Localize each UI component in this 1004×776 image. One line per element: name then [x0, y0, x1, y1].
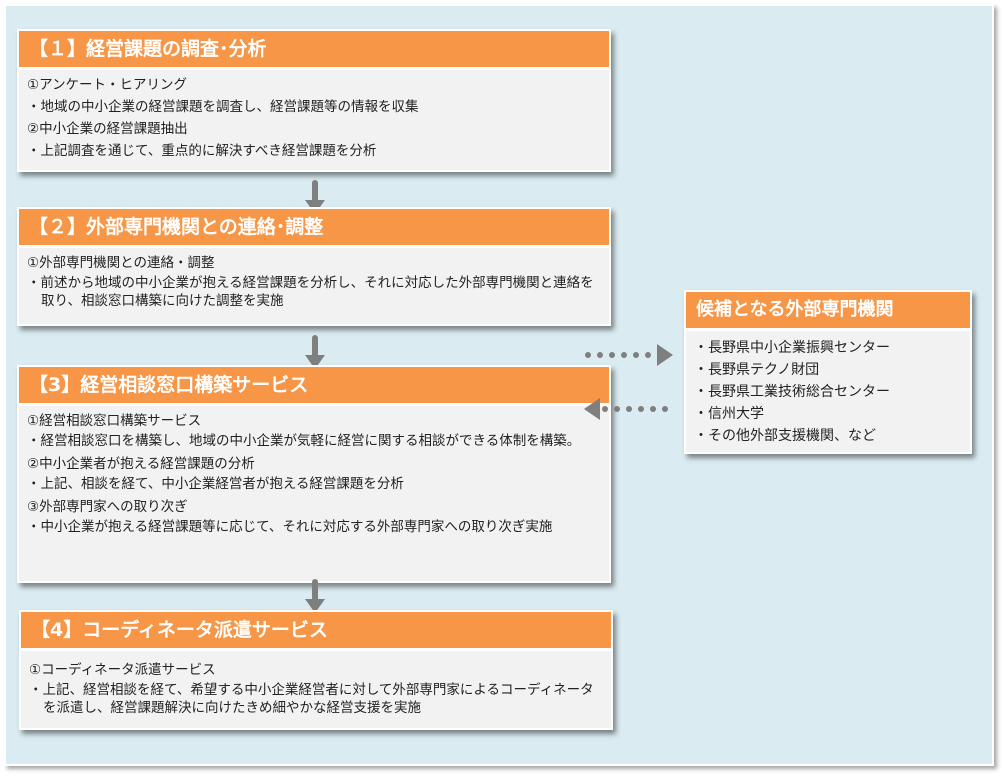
step-2-body: ①外部専門機関との連絡・調整 ・前述から地域の中小企業が抱える経営課題を分析し、… [19, 248, 609, 319]
step-1-line-2: ・地域の中小企業の経営課題を調査し、経営課題等の情報を収集 [27, 99, 419, 115]
step-1-box: 【１】経営課題の調査･分析 ①アンケート・ヒアリング ・地域の中小企業の経営課題… [17, 29, 611, 172]
external-institutions-title: 候補となる外部専門機関 [686, 292, 970, 331]
step-1-line-4: ・上記調査を通じて、重点的に解決すべき経営課題を分析 [27, 143, 377, 159]
step-3-box: 【3】経営相談窓口構築サービス ①経営相談窓口構築サービス ・経営相談窓口を構築… [17, 365, 611, 583]
external-institutions-box: 候補となる外部専門機関 ・長野県中小企業振興センター ・長野県テクノ財団 ・長野… [684, 290, 972, 454]
dotted-right-arrow-icon [585, 344, 677, 366]
step-1-body: ①アンケート・ヒアリング ・地域の中小企業の経営課題を調査し、経営課題等の情報を… [19, 70, 609, 168]
external-institutions-list: ・長野県中小企業振興センター ・長野県テクノ財団 ・長野県工業技術総合センター … [686, 331, 970, 453]
step-2-title: 【２】外部専門機関との連絡･調整 [19, 209, 609, 248]
step-1-line-3: ②中小企業の経営課題抽出 [27, 121, 188, 137]
step-2-line-1: ①外部専門機関との連絡・調整 [27, 255, 215, 271]
step-4-title: 【4】コーディネータ派遣サービス [21, 612, 611, 651]
step-4-box: 【4】コーディネータ派遣サービス ①コーディネータ派遣サービス ・上記、経営相談… [19, 610, 613, 730]
step-4-body: ①コーディネータ派遣サービス ・上記、経営相談を経て、希望する中小企業経営者に対… [21, 651, 611, 726]
institution-item: ・その他外部支援機関、など [694, 428, 876, 444]
institution-item: ・長野県テクノ財団 [694, 362, 820, 378]
step-3-line-6: ・中小企業が抱える経営課題等に応じて、それに対応する外部専門家への取り次ぎ実施 [27, 519, 553, 535]
down-arrow-icon [305, 579, 325, 615]
step-3-line-3: ②中小企業者が抱える経営課題の分析 [27, 456, 255, 472]
step-4-line-1: ①コーディネータ派遣サービス [29, 662, 216, 678]
step-4-line-2: ・上記、経営相談を経て、希望する中小企業経営者に対して外部専門家によるコーディネ… [29, 682, 594, 716]
step-3-line-4: ・上記、相談を経て、中小企業経営者が抱える経営課題を分析 [27, 476, 404, 492]
step-3-line-2: ・経営相談窓口を構築し、地域の中小企業が気軽に経営に関する相談ができる体制を構築… [27, 433, 581, 449]
step-3-line-1: ①経営相談窓口構築サービス [27, 413, 202, 429]
step-2-line-2: ・前述から地域の中小企業が抱える経営課題を分析し、それに対応した外部専門機関と連… [27, 275, 594, 309]
step-1-title: 【１】経営課題の調査･分析 [19, 31, 609, 70]
institution-item: ・長野県工業技術総合センター [694, 384, 890, 400]
step-3-title: 【3】経営相談窓口構築サービス [19, 367, 609, 406]
step-3-body: ①経営相談窓口構築サービス ・経営相談窓口を構築し、地域の中小企業が気軽に経営に… [19, 406, 609, 545]
step-3-line-5: ③外部専門家への取り次ぎ [27, 499, 188, 515]
dotted-left-arrow-icon [584, 398, 676, 420]
step-2-box: 【２】外部専門機関との連絡･調整 ①外部専門機関との連絡・調整 ・前述から地域の… [17, 207, 611, 326]
institution-item: ・長野県中小企業振興センター [694, 340, 890, 356]
institution-item: ・信州大学 [694, 406, 764, 422]
step-1-line-1: ①アンケート・ヒアリング [27, 77, 188, 93]
